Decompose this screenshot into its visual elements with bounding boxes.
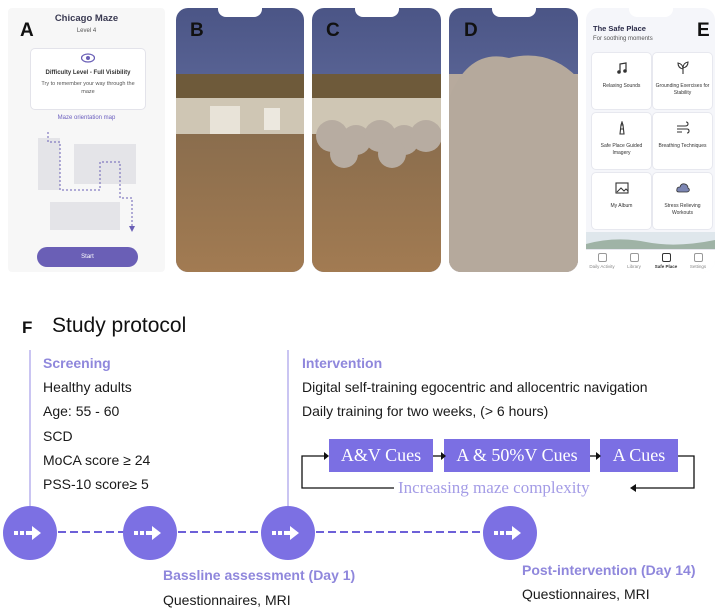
landscape-banner xyxy=(586,232,715,250)
start-button[interactable]: Start xyxy=(37,247,138,267)
screening-line: Healthy adults xyxy=(43,379,132,395)
eye-icon xyxy=(81,53,95,63)
calendar-icon xyxy=(597,253,607,262)
panel-letter-e: E xyxy=(697,20,710,41)
tile-label: Stress Relieving Workouts xyxy=(664,203,701,216)
maze-title: Chicago Maze xyxy=(54,13,119,24)
intervention-line: Daily training for two weeks, (> 6 hours… xyxy=(302,403,549,419)
intervention-line: Digital self-training egocentric and all… xyxy=(302,379,648,395)
safe-place-screen: The Safe Place For soothing moments Rela… xyxy=(586,8,715,272)
screening-line: PSS-10 score≥ 5 xyxy=(43,476,149,492)
post-text: Questionnaires, MRI xyxy=(522,586,650,602)
difficulty-card: Difficulty Level - Full Visibility Try t… xyxy=(30,48,146,110)
photo-icon xyxy=(614,182,629,194)
panel-letter-c: C xyxy=(326,20,340,41)
cue-box-a: A Cues xyxy=(600,439,678,472)
protocol-title: Study protocol xyxy=(52,314,187,337)
nav-safe-place[interactable]: Safe Place xyxy=(650,253,682,269)
maze-setup-screen: Chicago Maze Level 4 Difficulty Level - … xyxy=(8,8,165,272)
nav-daily-activity[interactable]: Daily Activity xyxy=(586,253,618,269)
tile-grounding-exercises[interactable]: Grounding Exercises for Stability xyxy=(652,52,713,110)
sliders-icon xyxy=(693,253,703,262)
phone-notch xyxy=(628,8,673,17)
vr-scene-d xyxy=(449,8,578,272)
tile-label: Safe Place Guided Imagery xyxy=(600,143,643,156)
tile-stress-workouts[interactable]: Stress Relieving Workouts xyxy=(652,172,713,230)
milestone-arrows xyxy=(14,526,521,540)
panel-letter-f: F xyxy=(22,318,33,337)
maze-orientation-map xyxy=(30,132,142,236)
safe-place-title: The Safe Place xyxy=(593,24,646,33)
vr-scene-b xyxy=(176,8,304,272)
music-note-icon xyxy=(616,62,627,74)
tile-label: Grounding Exercises for Stability xyxy=(655,83,710,96)
difficulty-level: Difficulty Level - Full Visibility xyxy=(45,70,131,76)
loop-label: Increasing maze complexity xyxy=(398,478,590,497)
vr-view-partial-fog xyxy=(312,8,441,272)
safe-place-subtitle: For soothing moments xyxy=(593,36,653,42)
nav-label: Settings xyxy=(689,264,707,269)
screening-line: MoCA score ≥ 24 xyxy=(43,452,151,468)
tile-breathing-techniques[interactable]: Breathing Techniques xyxy=(652,112,713,170)
nav-label: Library xyxy=(627,264,641,269)
baseline-heading: Bassline assessment (Day 1) xyxy=(163,567,356,583)
nav-label: Daily Activity xyxy=(589,264,615,269)
tile-label: My Album xyxy=(610,203,633,209)
vr-view-no-visibility xyxy=(449,8,578,272)
screening-line: Age: 55 - 60 xyxy=(43,403,120,419)
cloud-icon xyxy=(675,183,690,193)
sprout-icon xyxy=(676,61,689,74)
nav-library[interactable]: Library xyxy=(618,253,650,269)
phone-notch xyxy=(491,8,536,17)
screening-line: SCD xyxy=(43,428,73,444)
panel-letter-b: B xyxy=(190,20,204,41)
phone-notch xyxy=(218,8,262,17)
wind-icon xyxy=(676,121,690,134)
post-heading: Post-intervention (Day 14) xyxy=(522,562,696,578)
screening-heading: Screening xyxy=(43,355,111,371)
cue-box-a-50v: A & 50%V Cues xyxy=(444,439,590,472)
tile-label: Relaxing Sounds xyxy=(602,83,641,89)
tile-label: Breathing Techniques xyxy=(658,143,707,149)
maze-map-label: Maze orientation map xyxy=(57,115,116,121)
safe-place-icon xyxy=(661,253,671,262)
phone-notch xyxy=(354,8,399,17)
tile-my-album[interactable]: My Album xyxy=(591,172,652,230)
difficulty-instruction: Try to remember your way through the maz… xyxy=(41,81,135,95)
maze-level: Level 4 xyxy=(76,28,97,34)
intervention-heading: Intervention xyxy=(302,355,383,371)
bottom-nav: Daily Activity Library Safe Place Settin… xyxy=(586,249,715,272)
vr-scene-c xyxy=(312,8,441,272)
cue-flow-arrows xyxy=(301,452,695,492)
baseline-text: Questionnaires, MRI xyxy=(163,592,291,608)
grid-icon xyxy=(629,253,639,262)
panel-letter-a: A xyxy=(20,20,34,41)
nav-label: Safe Place xyxy=(654,264,678,269)
tile-guided-imagery[interactable]: Safe Place Guided Imagery xyxy=(591,112,652,170)
lighthouse-icon xyxy=(618,121,625,135)
cue-box-av: A&V Cues xyxy=(329,439,433,472)
panel-letter-d: D xyxy=(464,20,478,41)
nav-settings[interactable]: Settings xyxy=(682,253,714,269)
tile-relaxing-sounds[interactable]: Relaxing Sounds xyxy=(591,52,652,110)
vr-view-full-visibility xyxy=(176,8,304,272)
